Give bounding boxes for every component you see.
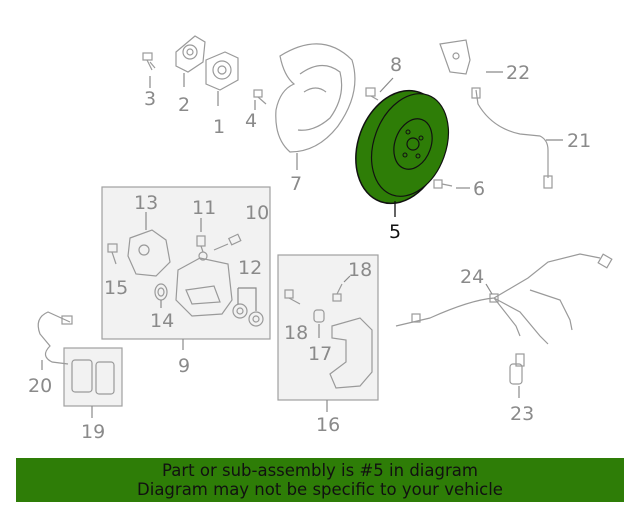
callout-7: 7 [290, 173, 302, 195]
callout-13: 13 [134, 192, 158, 214]
caliper-carrier-part-16 [329, 317, 373, 389]
caliper-bracket-part-13 [127, 229, 171, 277]
callout-22: 22 [506, 62, 530, 84]
bracket-part-22 [439, 39, 471, 75]
banner-line-2: Diagram may not be specific to your vehi… [137, 480, 503, 499]
callout-2: 2 [178, 94, 190, 116]
callout-17: 17 [308, 343, 332, 365]
callout-4: 4 [245, 110, 257, 132]
bracket-part-2 [175, 35, 206, 73]
bolt-part-8 [365, 87, 379, 101]
wiring-harness-part-24 [395, 253, 613, 345]
bolt-part-4 [253, 89, 267, 105]
caliper-body-part-9 [175, 257, 233, 317]
callout-24: 24 [460, 266, 484, 288]
wear-sensor-part-20 [37, 311, 73, 365]
hub-part-1 [205, 51, 239, 91]
callout-9: 9 [178, 355, 190, 377]
guide-pin-part-11 [196, 235, 208, 261]
bracket-bolt-part-18 [284, 283, 343, 305]
callout-11: 11 [192, 197, 216, 219]
caliper-bolt-part-15 [107, 243, 118, 265]
callout-18a: 18 [284, 322, 308, 344]
callout-14: 14 [150, 310, 174, 332]
callout-12: 12 [238, 257, 262, 279]
brake-rotor-part-5 [355, 89, 449, 205]
speed-sensor-part-23 [509, 353, 525, 385]
callout-20: 20 [28, 375, 52, 397]
banner-line-1: Part or sub-assembly is #5 in diagram [162, 461, 478, 480]
callout-19: 19 [81, 421, 105, 443]
callout-10: 10 [245, 202, 269, 224]
callout-21: 21 [567, 130, 591, 152]
callout-3: 3 [144, 88, 156, 110]
callout-1: 1 [213, 116, 225, 138]
callout-8: 8 [390, 54, 402, 76]
callout-16: 16 [316, 414, 340, 436]
callout-5: 5 [389, 221, 401, 243]
brake-line-part-21 [471, 87, 553, 189]
info-banner: Part or sub-assembly is #5 in diagram Di… [16, 458, 624, 502]
dust-shield-part-7 [275, 43, 356, 153]
piston-seals-part-12 [232, 303, 264, 327]
bolt-part-3 [142, 52, 156, 71]
group-box-16 [277, 254, 379, 401]
group-box-19 [63, 347, 123, 407]
guide-bushing-part-17 [313, 309, 325, 323]
callout-23: 23 [510, 403, 534, 425]
brake-pads-part-19 [71, 359, 115, 395]
bleeder-part-10 [213, 233, 242, 251]
callout-15: 15 [104, 277, 128, 299]
callout-18b: 18 [348, 259, 372, 281]
bolt-part-6 [433, 179, 453, 189]
callout-6: 6 [473, 178, 485, 200]
